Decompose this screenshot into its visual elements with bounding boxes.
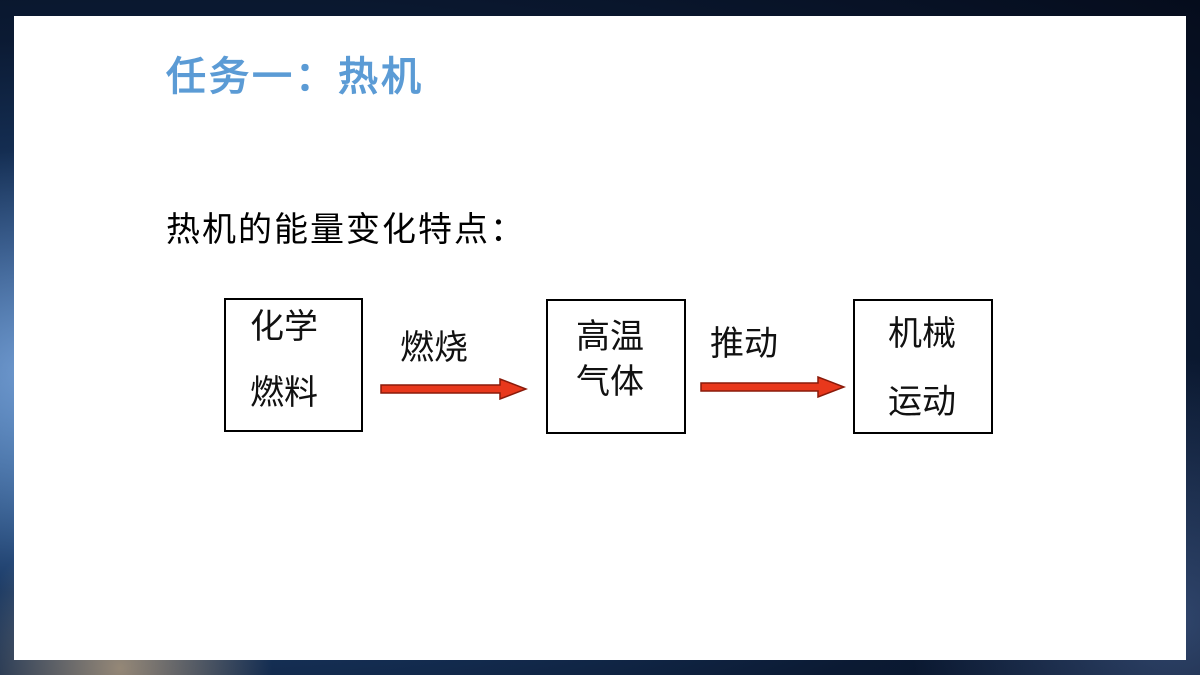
edge-combustion-arrow bbox=[380, 378, 528, 400]
node-high-temp-gas bbox=[546, 299, 686, 434]
slide-subtitle: 热机的能量变化特点： bbox=[166, 210, 526, 250]
node-chemical-fuel bbox=[224, 298, 363, 432]
edge-push-arrow bbox=[700, 376, 846, 398]
node-high-temp-gas-line1: 高温 bbox=[576, 317, 644, 357]
node-high-temp-gas-line2: 气体 bbox=[576, 362, 644, 402]
node-mechanical-motion-line1: 机械 bbox=[888, 314, 956, 354]
node-chemical-fuel-line2: 燃料 bbox=[250, 373, 318, 413]
edge-combustion-label: 燃烧 bbox=[400, 328, 468, 368]
slide-canvas: 任务一：热机 热机的能量变化特点： 化学 燃料 燃烧 高温 气体 推动 机械 运… bbox=[14, 16, 1186, 660]
node-mechanical-motion-line2: 运动 bbox=[888, 382, 956, 422]
node-chemical-fuel-line1: 化学 bbox=[250, 307, 318, 347]
edge-push-label: 推动 bbox=[710, 324, 778, 364]
node-mechanical-motion bbox=[853, 299, 993, 434]
slide-title: 任务一：热机 bbox=[166, 54, 424, 100]
